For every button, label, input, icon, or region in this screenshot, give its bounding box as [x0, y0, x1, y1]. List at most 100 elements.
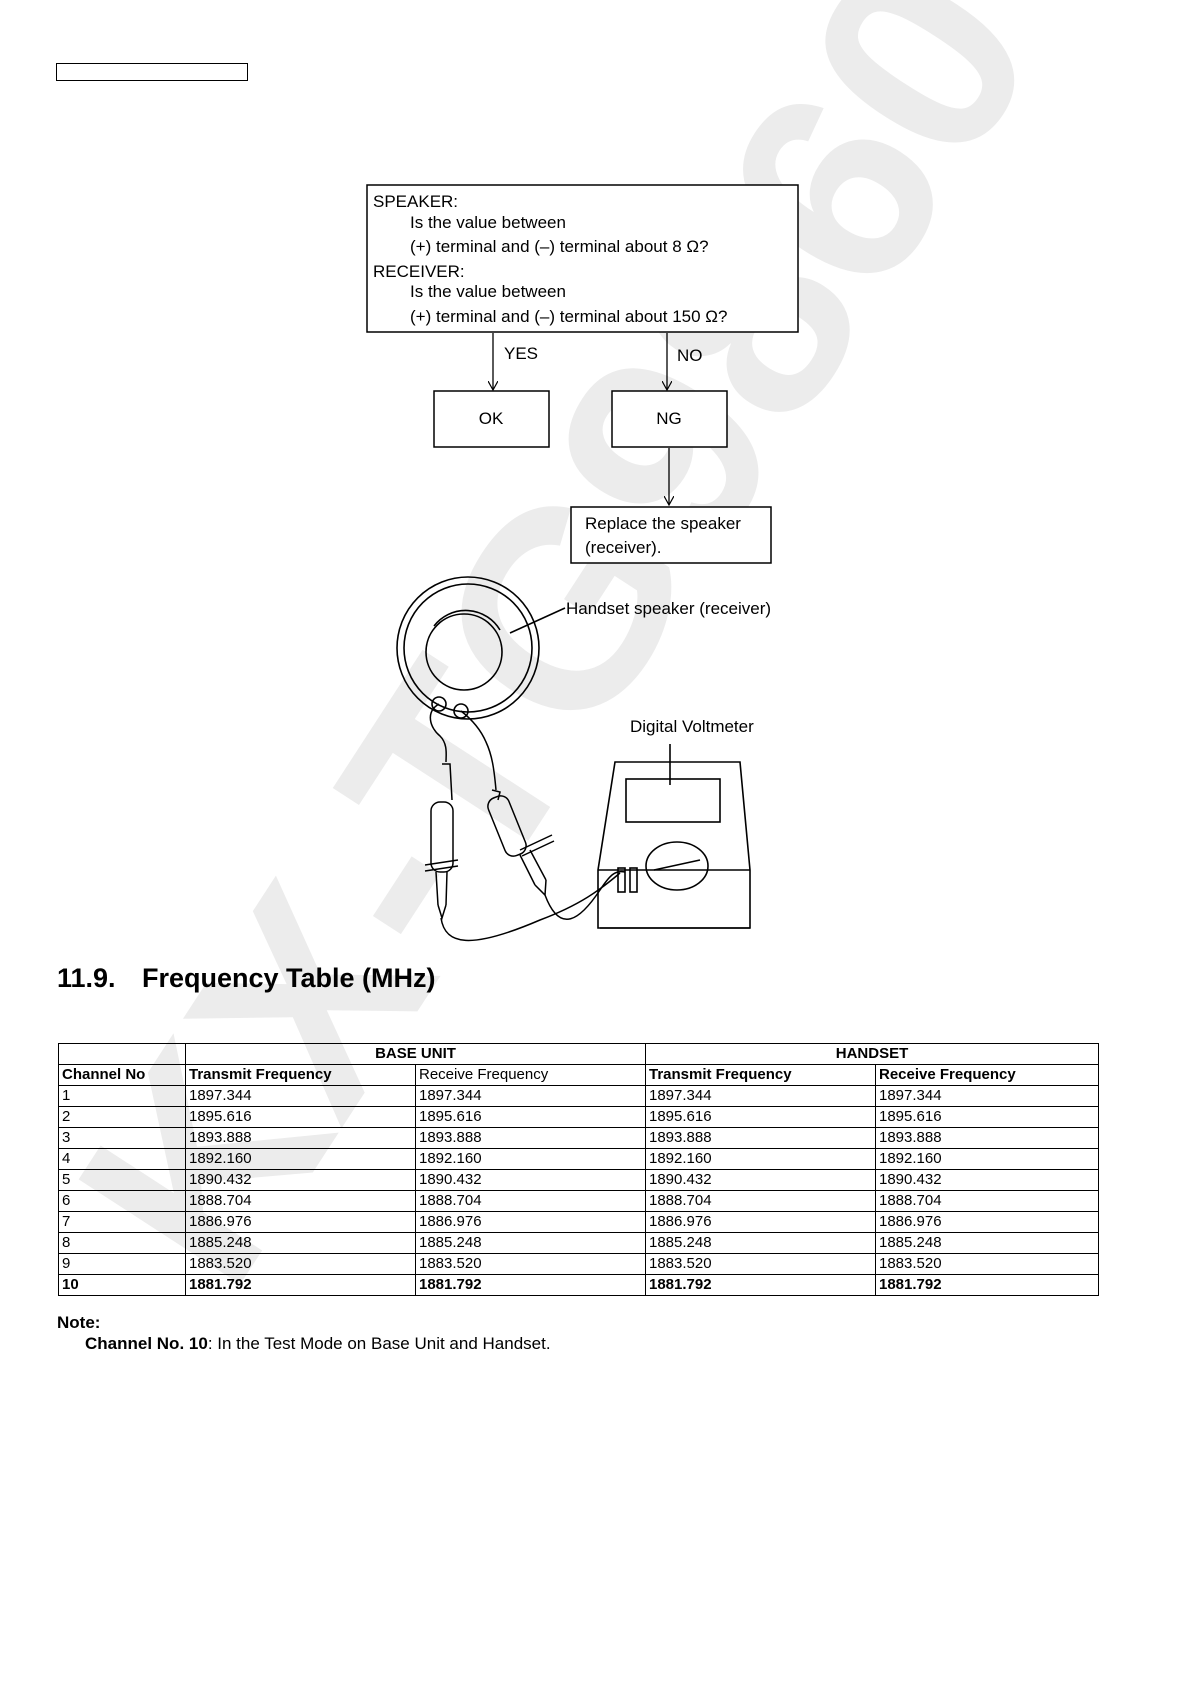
column-header-row: Channel No Transmit Frequency Receive Fr…	[58, 1064, 1100, 1086]
empty-header-cell	[58, 1043, 186, 1065]
frequency-cell: 1890.432	[874, 1169, 1100, 1191]
column-header-base-transmit: Transmit Frequency	[185, 1064, 416, 1086]
frequency-cell: 1897.344	[874, 1085, 1100, 1107]
frequency-table: BASE UNIT HANDSET Channel No Transmit Fr…	[58, 1043, 1100, 1296]
column-header-base-receive: Receive Frequency	[415, 1064, 646, 1086]
frequency-cell: 1885.248	[415, 1232, 646, 1254]
frequency-cell: 1897.344	[185, 1085, 416, 1107]
frequency-cell: 1895.616	[874, 1106, 1100, 1128]
group-header-row: BASE UNIT HANDSET	[58, 1043, 1100, 1065]
frequency-cell: 1893.888	[874, 1127, 1100, 1149]
frequency-cell: 1895.616	[185, 1106, 416, 1128]
frequency-cell: 1881.792	[185, 1274, 416, 1296]
frequency-cell: 1883.520	[874, 1253, 1100, 1275]
channel-cell: 5	[58, 1169, 186, 1191]
column-header-handset-transmit: Transmit Frequency	[645, 1064, 876, 1086]
channel-cell: 2	[58, 1106, 186, 1128]
group-header-base-unit: BASE UNIT	[185, 1043, 646, 1065]
receiver-line-1: Is the value between	[410, 282, 566, 301]
frequency-cell: 1881.792	[874, 1274, 1100, 1296]
probe-leads	[424, 703, 626, 942]
ok-box: OK	[433, 390, 550, 448]
ok-label: OK	[479, 409, 504, 428]
speaker-line-1: Is the value between	[410, 213, 566, 232]
speaker-callout-label: Handset speaker (receiver)	[566, 599, 771, 618]
ng-label: NG	[656, 409, 682, 428]
channel-cell: 9	[58, 1253, 186, 1275]
replace-line-2: (receiver).	[585, 538, 662, 557]
section-number: 11.9.	[57, 963, 116, 993]
frequency-cell: 1888.704	[185, 1190, 416, 1212]
no-label: NO	[677, 346, 703, 365]
frequency-cell: 1892.160	[874, 1148, 1100, 1170]
frequency-cell: 1890.432	[415, 1169, 646, 1191]
frequency-cell: 1892.160	[645, 1148, 876, 1170]
frequency-cell: 1881.792	[645, 1274, 876, 1296]
group-header-handset: HANDSET	[644, 1043, 1100, 1065]
ng-box: NG	[611, 390, 728, 448]
frequency-cell: 1890.432	[185, 1169, 416, 1191]
receiver-label: RECEIVER:	[373, 262, 465, 281]
channel-cell: 7	[58, 1211, 186, 1233]
column-header-handset-receive: Receive Frequency	[874, 1064, 1100, 1086]
column-header-channel: Channel No	[58, 1064, 186, 1086]
frequency-cell: 1886.976	[415, 1211, 646, 1233]
frequency-cell: 1897.344	[645, 1085, 876, 1107]
replace-line-1: Replace the speaker	[585, 514, 741, 533]
section-heading: 11.9. Frequency Table (MHz)	[57, 963, 436, 994]
voltmeter-callout-label: Digital Voltmeter	[630, 717, 754, 736]
channel-cell: 8	[58, 1232, 186, 1254]
frequency-cell: 1888.704	[645, 1190, 876, 1212]
note-text: : In the Test Mode on Base Unit and Hand…	[207, 1334, 551, 1353]
frequency-cell: 1892.160	[415, 1148, 646, 1170]
frequency-cell: 1885.248	[874, 1232, 1100, 1254]
frequency-cell: 1892.160	[185, 1148, 416, 1170]
receiver-line-2: (+) terminal and (–) terminal about 150 …	[410, 307, 727, 326]
speaker-drawing	[396, 576, 566, 720]
frequency-cell: 1893.888	[415, 1127, 646, 1149]
frequency-cell: 1895.616	[415, 1106, 646, 1128]
channel-cell: 3	[58, 1127, 186, 1149]
frequency-cell: 1886.976	[185, 1211, 416, 1233]
frequency-cell: 1890.432	[645, 1169, 876, 1191]
speaker-label: SPEAKER:	[373, 192, 458, 211]
frequency-cell: 1886.976	[874, 1211, 1100, 1233]
section-title: Frequency Table (MHz)	[142, 963, 436, 993]
frequency-cell: 1885.248	[645, 1232, 876, 1254]
frequency-cell: 1881.792	[415, 1274, 646, 1296]
note-body: Channel No. 10: In the Test Mode on Base…	[85, 1333, 551, 1354]
question-box: SPEAKER: Is the value between (+) termin…	[366, 184, 799, 333]
header-box	[56, 63, 248, 81]
speaker-line-2: (+) terminal and (–) terminal about 8 Ω?	[410, 237, 709, 256]
replace-box: Replace the speaker (receiver).	[570, 506, 772, 564]
yes-label: YES	[504, 344, 538, 363]
frequency-cell: 1883.520	[415, 1253, 646, 1275]
frequency-cell: 1895.616	[645, 1106, 876, 1128]
frequency-cell: 1885.248	[185, 1232, 416, 1254]
frequency-cell: 1883.520	[185, 1253, 416, 1275]
voltmeter-drawing	[597, 744, 751, 929]
frequency-cell: 1893.888	[185, 1127, 416, 1149]
frequency-cell: 1893.888	[645, 1127, 876, 1149]
frequency-cell: 1888.704	[874, 1190, 1100, 1212]
note: Note: Channel No. 10: In the Test Mode o…	[57, 1312, 551, 1354]
test-diagram: SPEAKER: Is the value between (+) termin…	[366, 184, 799, 942]
channel-cell: 1	[58, 1085, 186, 1107]
channel-cell: 6	[58, 1190, 186, 1212]
frequency-cell: 1897.344	[415, 1085, 646, 1107]
channel-cell: 4	[58, 1148, 186, 1170]
note-label: Note:	[57, 1313, 101, 1332]
note-bold-part: Channel No. 10	[85, 1334, 208, 1353]
channel-cell: 10	[58, 1274, 186, 1296]
frequency-cell: 1883.520	[645, 1253, 876, 1275]
frequency-cell: 1886.976	[645, 1211, 876, 1233]
